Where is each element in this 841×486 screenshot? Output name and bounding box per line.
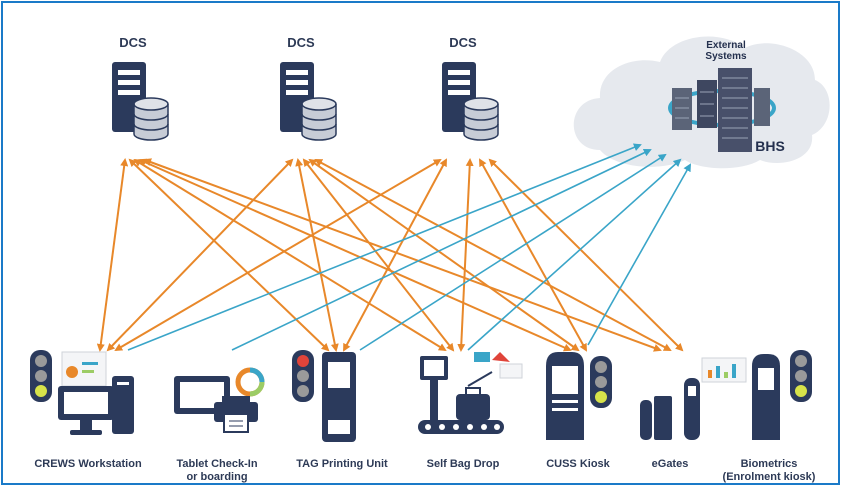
crews-workstation-icon: [30, 350, 134, 435]
tablet-check-in-label: Tablet Check-In or boarding: [176, 458, 258, 483]
link: [96, 158, 129, 352]
dcs-server-icon: [280, 62, 337, 141]
cuss-kiosk-icon: [546, 352, 612, 440]
link: [314, 159, 672, 351]
link: [114, 158, 442, 352]
link: [127, 143, 642, 351]
tag-printing-unit-icon: [292, 350, 356, 442]
link: [231, 148, 652, 351]
egates-icon: [640, 378, 700, 440]
link: [587, 163, 691, 346]
cuss-kiosk-label: CUSS Kiosk: [546, 458, 610, 470]
self-bag-drop-icon: [418, 352, 523, 434]
link: [138, 158, 572, 352]
tablet-check-in-icon: [174, 367, 265, 433]
link: [457, 158, 474, 352]
dcs-links: [96, 158, 684, 352]
link: [128, 158, 330, 352]
biometrics-label: Biometrics (Enrolment kiosk): [722, 458, 816, 483]
egates-label: eGates: [651, 458, 689, 470]
external-systems-label: External Systems: [705, 40, 747, 62]
link: [295, 158, 339, 352]
dcs-label: DCS: [449, 35, 477, 50]
dcs-server-icon: [112, 62, 169, 141]
crews-workstation-label: CREWS Workstation: [34, 458, 142, 470]
tag-printing-unit-label: TAG Printing Unit: [296, 458, 388, 470]
link: [308, 158, 580, 352]
link: [467, 158, 682, 351]
bhs-label: BHS: [755, 138, 785, 154]
link: [488, 158, 684, 352]
external-links: [127, 143, 691, 351]
link: [143, 158, 662, 352]
dcs-label: DCS: [287, 35, 315, 50]
link: [359, 153, 667, 351]
dcs-server-icon: [442, 62, 499, 141]
bhs-server-rack-icon: [668, 68, 776, 152]
self-bag-drop-label: Self Bag Drop: [426, 458, 500, 470]
dcs-label: DCS: [119, 35, 147, 50]
biometrics-kiosk-icon: [701, 350, 812, 440]
link: [343, 158, 447, 352]
